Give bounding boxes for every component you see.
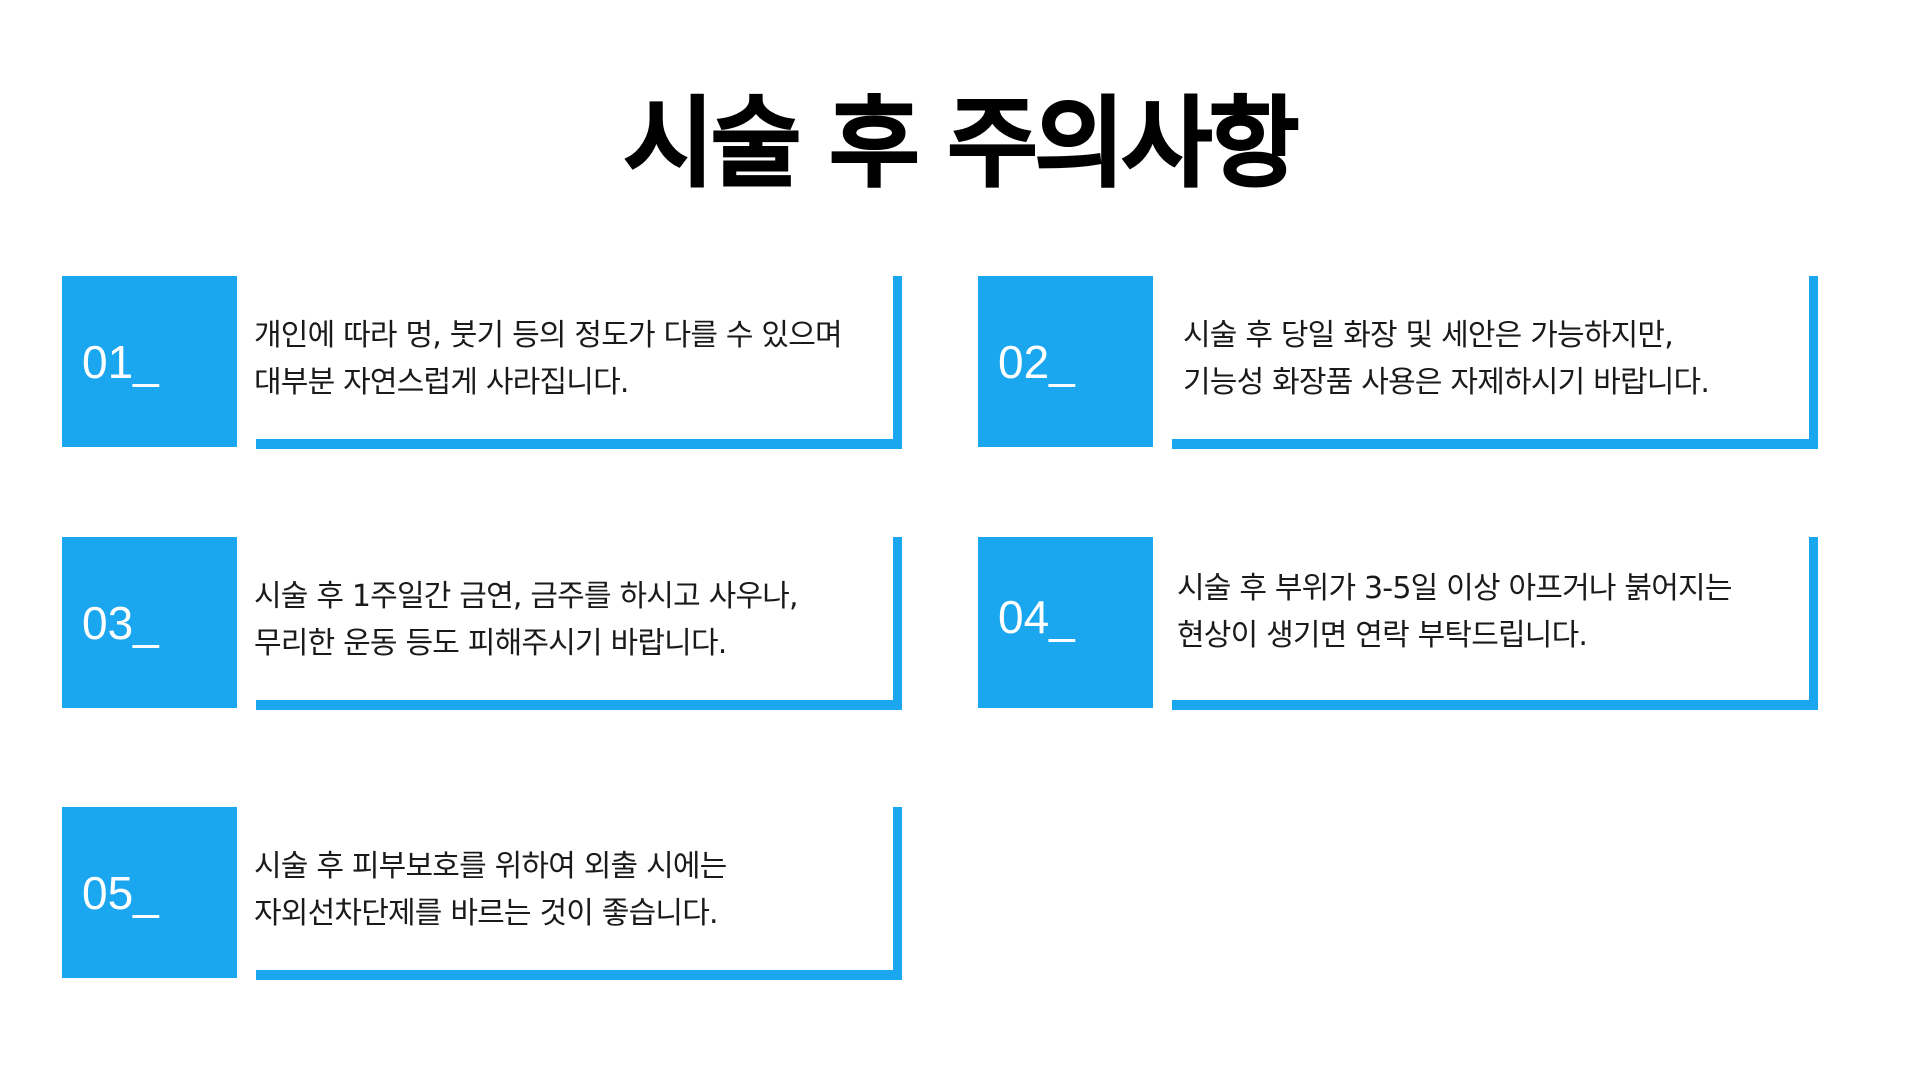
notice-card-05: 05_ 시술 후 피부보호를 위하여 외출 시에는 자외선차단제를 바르는 것이… bbox=[62, 807, 902, 980]
item-number: 02_ bbox=[998, 335, 1075, 388]
description-line-2: 대부분 자연스럽게 사라집니다. bbox=[254, 365, 629, 400]
description-line-2: 자외선차단제를 바르는 것이 좋습니다. bbox=[254, 896, 719, 931]
item-description: 시술 후 피부보호를 위하여 외출 시에는 자외선차단제를 바르는 것이 좋습니… bbox=[254, 843, 874, 937]
item-description: 시술 후 당일 화장 및 세안은 가능하지만, 기능성 화장품 사용은 자제하시… bbox=[1183, 312, 1803, 406]
item-number: 04_ bbox=[998, 590, 1075, 643]
number-badge bbox=[978, 537, 1153, 708]
item-number: 01_ bbox=[82, 335, 159, 388]
description-line-2: 현상이 생기면 연락 부탁드립니다. bbox=[1177, 618, 1588, 653]
description-line-2: 기능성 화장품 사용은 자제하시기 바랍니다. bbox=[1183, 365, 1710, 400]
description-line-1: 시술 후 피부보호를 위하여 외출 시에는 bbox=[254, 849, 727, 884]
item-description: 시술 후 부위가 3-5일 이상 아프거나 붉어지는 현상이 생기면 연락 부탁… bbox=[1177, 565, 1797, 659]
description-line-1: 개인에 따라 멍, 붓기 등의 정도가 다를 수 있으며 bbox=[254, 318, 843, 353]
page-title: 시술 후 주의사항 bbox=[623, 86, 1300, 202]
description-line-1: 시술 후 부위가 3-5일 이상 아프거나 붉어지는 bbox=[1177, 571, 1732, 606]
card-frame-border bbox=[256, 807, 902, 980]
item-number: 05_ bbox=[82, 866, 159, 919]
number-badge bbox=[62, 276, 237, 447]
notice-card-04: 04_ 시술 후 부위가 3-5일 이상 아프거나 붉어지는 현상이 생기면 연… bbox=[978, 537, 1818, 710]
item-number: 03_ bbox=[82, 596, 159, 649]
description-line-1: 시술 후 당일 화장 및 세안은 가능하지만, bbox=[1183, 318, 1674, 353]
item-description: 개인에 따라 멍, 붓기 등의 정도가 다를 수 있으며 대부분 자연스럽게 사… bbox=[254, 312, 874, 406]
card-frame-border bbox=[256, 537, 902, 710]
card-frame-border bbox=[256, 276, 902, 449]
notice-card-01: 01_ 개인에 따라 멍, 붓기 등의 정도가 다를 수 있으며 대부분 자연스… bbox=[62, 276, 902, 449]
number-badge bbox=[62, 807, 237, 978]
notice-card-03: 03_ 시술 후 1주일간 금연, 금주를 하시고 사우나, 무리한 운동 등도… bbox=[62, 537, 902, 710]
card-frame-border bbox=[1172, 537, 1818, 710]
number-badge bbox=[62, 537, 237, 708]
card-frame-border bbox=[1172, 276, 1818, 449]
number-badge bbox=[978, 276, 1153, 447]
notice-card-02: 02_ 시술 후 당일 화장 및 세안은 가능하지만, 기능성 화장품 사용은 … bbox=[978, 276, 1818, 449]
description-line-2: 무리한 운동 등도 피해주시기 바랍니다. bbox=[254, 626, 727, 661]
description-line-1: 시술 후 1주일간 금연, 금주를 하시고 사우나, bbox=[254, 579, 799, 614]
item-description: 시술 후 1주일간 금연, 금주를 하시고 사우나, 무리한 운동 등도 피해주… bbox=[254, 573, 874, 667]
